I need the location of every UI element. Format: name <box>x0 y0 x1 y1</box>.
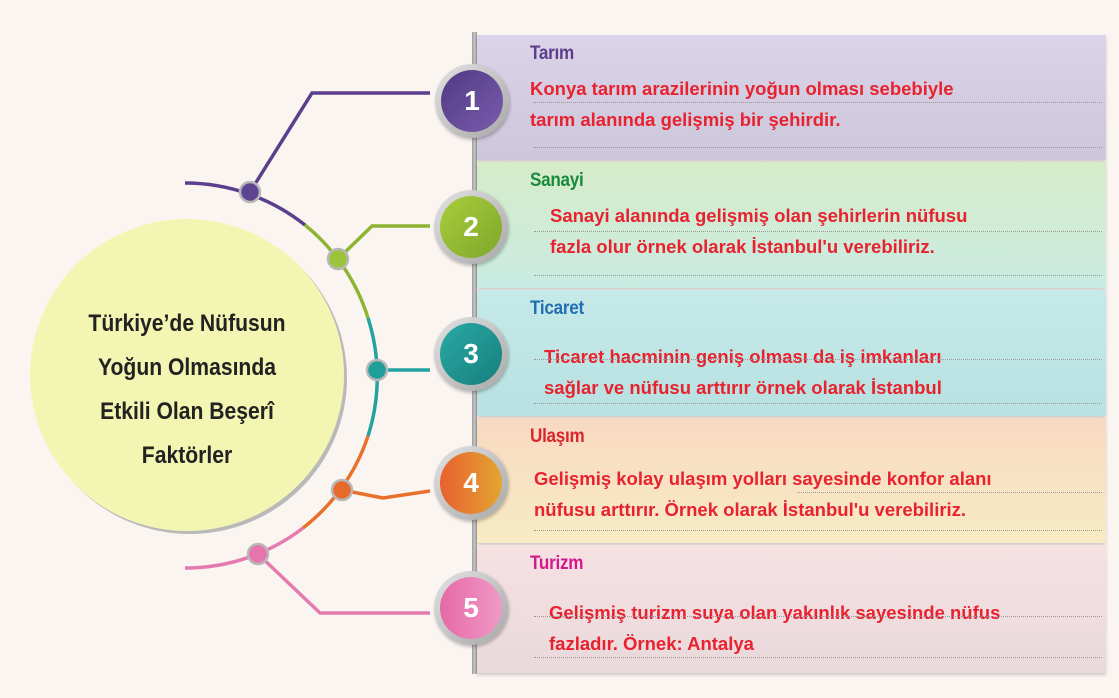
number-badge-inner: 5 <box>440 577 502 639</box>
number-badge-4: 4 <box>434 446 508 520</box>
number-badge-inner: 2 <box>440 196 502 258</box>
factor-card-ticaret: Ticaret Ticaret hacminin geniş olması da… <box>477 290 1106 416</box>
dotted-rule <box>534 530 1102 531</box>
description-line: fazladır. Örnek: Antalya <box>549 633 754 654</box>
factor-description: Gelişmiş kolay ulaşım yolları sayesinde … <box>534 463 992 525</box>
title-line: Etkili Olan Beşerî <box>100 398 274 425</box>
factor-card-turizm: Turizm Gelişmiş turizm suya olan yakınlı… <box>477 545 1106 673</box>
number-badge-inner: 3 <box>440 323 502 385</box>
number-badge-inner: 4 <box>440 452 502 514</box>
dotted-rule <box>534 102 1102 103</box>
description-line: Sanayi alanında gelişmiş olan şehirlerin… <box>550 205 968 226</box>
factor-card-ulasim: Ulaşım Gelişmiş kolay ulaşım yolları say… <box>477 418 1106 543</box>
central-topic-title: Türkiye’de Nüfusun Yoğun Olmasında Etkil… <box>49 302 325 478</box>
number-badge-3: 3 <box>434 317 508 391</box>
factor-description: Ticaret hacminin geniş olması da iş imka… <box>544 341 942 403</box>
factor-title: Tarım <box>530 43 574 64</box>
factor-title: Ticaret <box>530 298 584 319</box>
description-line: sağlar ve nüfusu arttırır örnek olarak İ… <box>544 377 942 398</box>
factor-title: Turizm <box>530 553 584 574</box>
central-topic-circle <box>30 219 344 531</box>
factor-description: Sanayi alanında gelişmiş olan şehirlerin… <box>550 200 967 262</box>
factor-description: Konya tarım arazilerinin yoğun olması se… <box>530 73 954 135</box>
factor-card-tarim: Tarım Konya tarım arazilerinin yoğun olm… <box>477 35 1106 160</box>
number-badge-2: 2 <box>434 190 508 264</box>
description-line: Gelişmiş kolay ulaşım yolları sayesinde … <box>534 468 992 489</box>
number-badge-inner: 1 <box>441 70 503 132</box>
dotted-rule <box>534 147 1102 148</box>
dotted-rule <box>534 657 1102 658</box>
description-line: fazla olur örnek olarak İstanbul'u vereb… <box>550 236 935 257</box>
title-line: Yoğun Olmasında <box>98 354 276 381</box>
dotted-rule <box>534 616 1102 617</box>
description-line: Konya tarım arazilerinin yoğun olması se… <box>530 78 954 99</box>
dotted-rule <box>534 403 1102 404</box>
factor-title: Sanayi <box>530 170 584 191</box>
factor-title: Ulaşım <box>530 426 585 447</box>
dotted-rule <box>797 492 1102 493</box>
factor-card-sanayi: Sanayi Sanayi alanında gelişmiş olan şeh… <box>477 162 1106 288</box>
factor-description: Gelişmiş turizm suya olan yakınlık sayes… <box>549 597 1000 659</box>
description-line: Gelişmiş turizm suya olan yakınlık sayes… <box>549 602 1001 623</box>
dotted-rule <box>534 231 1102 232</box>
number-badge-5: 5 <box>434 571 508 645</box>
dotted-rule <box>534 359 1102 360</box>
title-line: Türkiye’de Nüfusun <box>88 310 286 337</box>
title-line: Faktörler <box>141 442 233 469</box>
description-line: nüfusu arttırır. Örnek olarak İstanbul'u… <box>534 499 967 520</box>
description-line: tarım alanında gelişmiş bir şehirdir. <box>530 109 841 130</box>
description-line: Ticaret hacminin geniş olması da iş imka… <box>544 346 942 367</box>
number-badge-1: 1 <box>435 64 509 138</box>
dotted-rule <box>534 275 1102 276</box>
